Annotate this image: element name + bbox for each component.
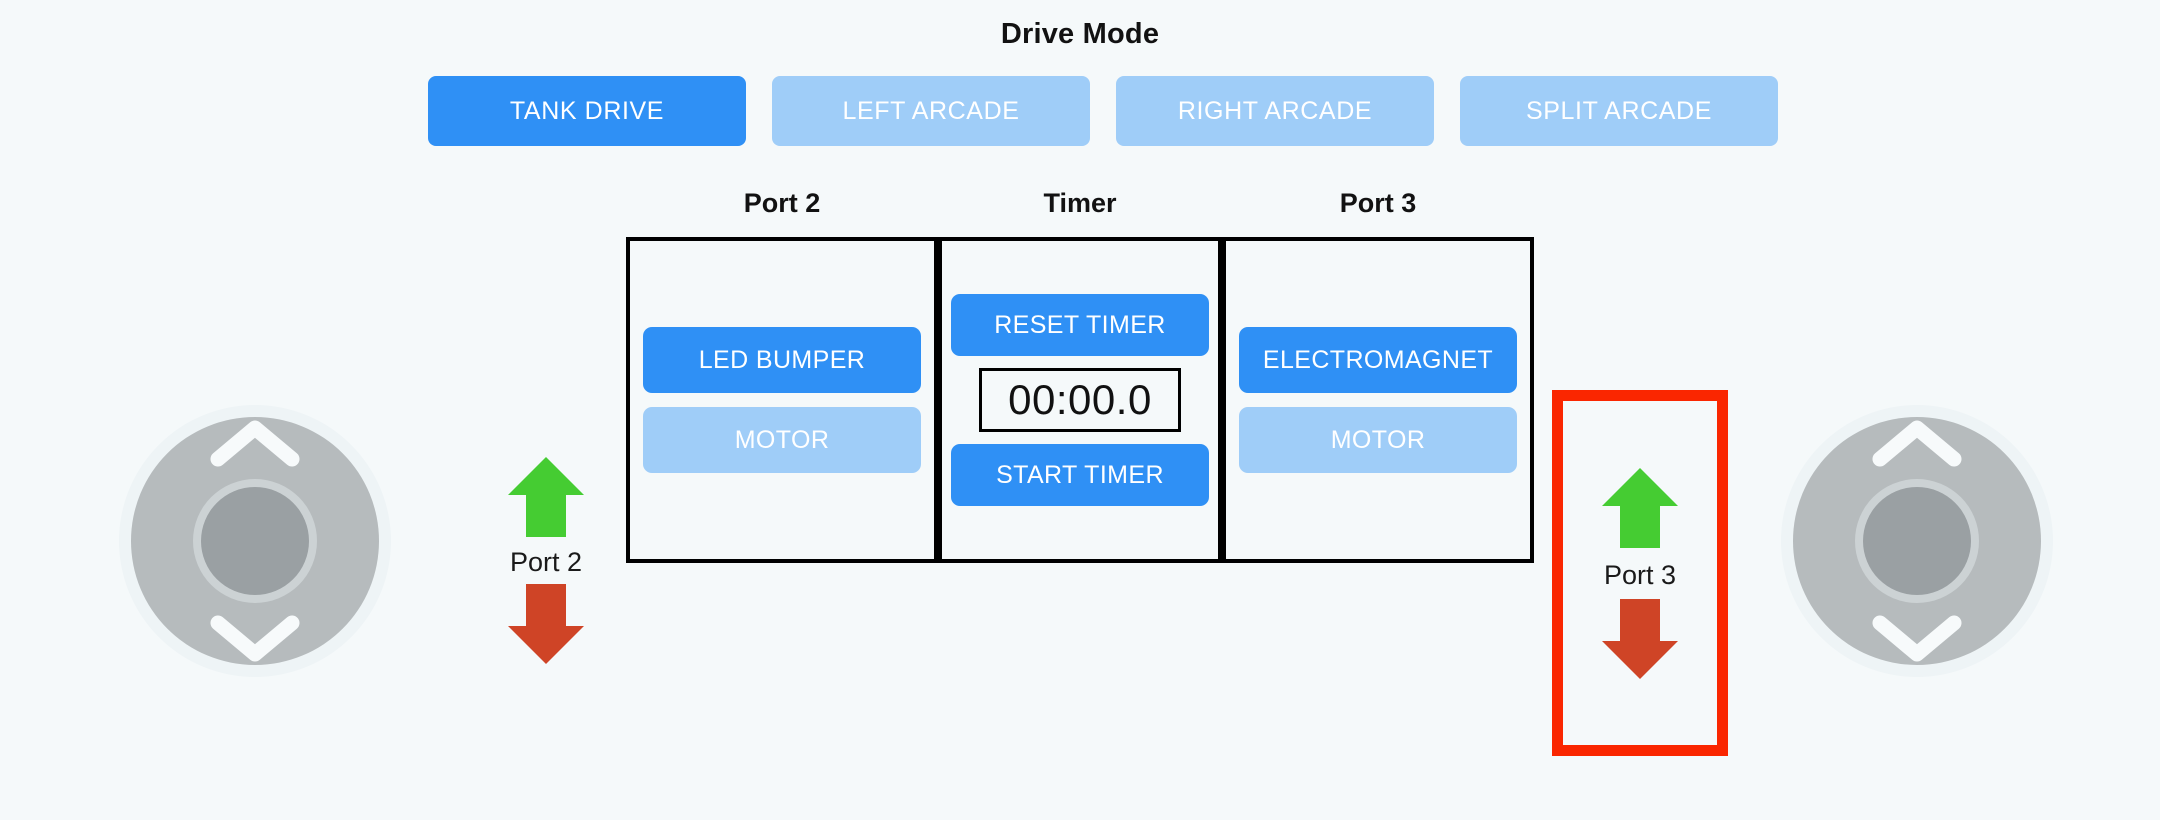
- arrow-up-icon[interactable]: [508, 455, 584, 537]
- panel-column-headings: Port 2 Timer Port 3: [626, 188, 1534, 219]
- panel-heading-port2: Port 2: [743, 188, 821, 218]
- start-timer-button[interactable]: START TIMER: [951, 444, 1209, 506]
- port2-arrow-label: Port 2: [509, 546, 583, 577]
- reset-timer-button[interactable]: RESET TIMER: [951, 294, 1209, 356]
- arrow-down-icon[interactable]: [508, 583, 584, 666]
- drive-mode-split-arcade[interactable]: SPLIT ARCADE: [1460, 76, 1778, 146]
- port2-panel: LED BUMPER MOTOR: [626, 237, 938, 563]
- drive-mode-title: Drive Mode: [1000, 18, 1160, 50]
- chevron-up-icon: [1872, 420, 1962, 467]
- chevron-down-icon: [1872, 615, 1962, 662]
- panel-heading-port3: Port 3: [1339, 188, 1417, 218]
- arrow-up-icon[interactable]: [1602, 466, 1678, 548]
- port2-button-stack: LED BUMPER MOTOR: [643, 327, 921, 473]
- electromagnet-button[interactable]: ELECTROMAGNET: [1239, 327, 1517, 393]
- port2-motor-button[interactable]: MOTOR: [643, 407, 921, 473]
- arrow-down-icon[interactable]: [1602, 598, 1678, 681]
- port3-panel: ELECTROMAGNET MOTOR: [1222, 237, 1534, 563]
- drive-mode-right-arcade[interactable]: RIGHT ARCADE: [1116, 76, 1434, 146]
- panel-heading-timer: Timer: [1043, 188, 1117, 218]
- drive-mode-selector: TANK DRIVE LEFT ARCADE RIGHT ARCADE SPLI…: [428, 76, 1778, 146]
- joystick-right[interactable]: [1780, 404, 2054, 678]
- timer-stack: RESET TIMER 00:00.0 START TIMER: [951, 294, 1209, 506]
- joystick-left[interactable]: [118, 404, 392, 678]
- chevron-up-icon: [210, 420, 300, 467]
- port3-button-stack: ELECTROMAGNET MOTOR: [1239, 327, 1517, 473]
- timer-display: 00:00.0: [979, 368, 1181, 432]
- drive-mode-tank-drive[interactable]: TANK DRIVE: [428, 76, 746, 146]
- chevron-down-icon: [210, 615, 300, 662]
- drive-mode-left-arcade[interactable]: LEFT ARCADE: [772, 76, 1090, 146]
- led-bumper-button[interactable]: LED BUMPER: [643, 327, 921, 393]
- port3-motor-button[interactable]: MOTOR: [1239, 407, 1517, 473]
- port3-arrow-label: Port 3: [1603, 559, 1677, 590]
- port3-arrow-group[interactable]: Port 3: [1552, 390, 1728, 756]
- device-panel: LED BUMPER MOTOR RESET TIMER 00:00.0 STA…: [626, 237, 1534, 563]
- timer-panel: RESET TIMER 00:00.0 START TIMER: [938, 237, 1222, 563]
- port2-arrow-group: Port 2: [456, 400, 636, 720]
